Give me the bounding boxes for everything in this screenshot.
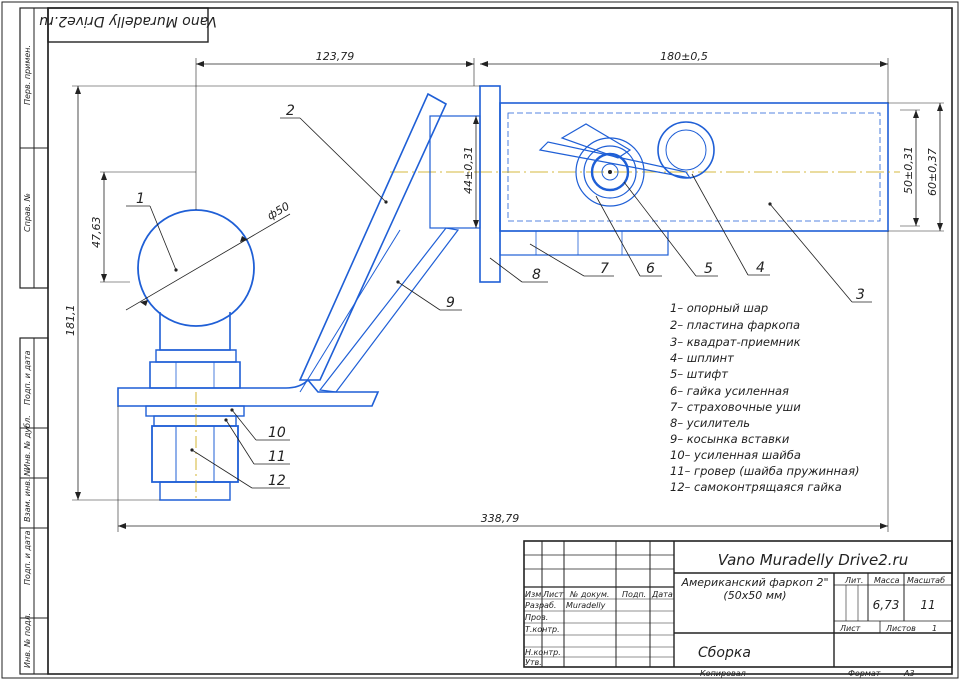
callout-1: 1 xyxy=(136,191,145,207)
tb-name-wrap: Американский фаркоп 2" (50х50 мм) xyxy=(681,576,829,602)
strip-sprav: Справ. № xyxy=(23,193,32,232)
tb-nkontr: Н.контр. xyxy=(525,648,561,657)
parts-legend: 1– опорный шар 2– пластина фаркопа 3– кв… xyxy=(670,301,860,494)
tb-list: Лист xyxy=(839,624,861,633)
dim-181-1: 181,1 xyxy=(64,305,77,337)
pin xyxy=(590,152,630,192)
dim-123-79: 123,79 xyxy=(316,50,355,63)
tb-tkontr: Т.контр. xyxy=(525,625,560,634)
strip-podp-data-2: Подп. и дата xyxy=(23,530,32,585)
insert-gusset xyxy=(318,227,460,393)
spring-washer xyxy=(153,415,237,427)
tb-scale-value: 11 xyxy=(920,598,935,612)
tb-format-value: А3 xyxy=(903,669,915,678)
tb-prov: Пров. xyxy=(525,613,548,622)
legend-item: 1– опорный шар xyxy=(670,301,768,315)
tb-utv: Утв. xyxy=(525,658,542,667)
dim-ball-diameter: ф50 xyxy=(265,200,292,223)
legend-item: 6– гайка усиленная xyxy=(670,384,789,398)
callout-11: 11 xyxy=(268,449,286,465)
dim-44: 44±0,31 xyxy=(462,146,475,194)
tb-listov-value: 1 xyxy=(932,624,937,633)
tb-podp: Подп. xyxy=(622,590,646,599)
tb-name: Американский фаркоп 2" (50х50 мм) xyxy=(681,576,829,602)
dimension-lines: 123,79 180±0,5 44±0,31 50±0,31 60±0,37 4 xyxy=(64,50,944,532)
safety-ears xyxy=(499,230,669,256)
legend-item: 2– пластина фаркопа xyxy=(670,318,800,332)
top-stamp: Vano Muradelly Drive2.ru xyxy=(39,7,217,43)
washer xyxy=(145,405,245,417)
legend-item: 5– штифт xyxy=(670,367,728,381)
legend-item: 11– гровер (шайба пружинная) xyxy=(670,464,860,478)
tow-arm xyxy=(117,378,380,407)
legend-item: 8– усилитель xyxy=(670,416,750,430)
reinforcement-plate xyxy=(479,85,501,283)
callout-8: 8 xyxy=(532,267,541,283)
left-strip: Перв. примен. Справ. № Подп. и дата Инв.… xyxy=(19,7,49,675)
cotter-pin xyxy=(538,141,692,179)
legend-item: 3– квадрат-приемник xyxy=(670,335,801,349)
tb-lit: Лит. xyxy=(844,576,863,585)
callout-3: 3 xyxy=(856,287,865,303)
tb-razrab-name: Muradelly xyxy=(566,601,606,610)
tb-doc-no: № докум. xyxy=(569,590,609,599)
tb-razrab: Разраб. xyxy=(525,601,556,610)
legend-item: 10– усиленная шайба xyxy=(670,448,801,462)
callout-12: 12 xyxy=(268,473,286,489)
strip-podp-data-1: Подп. и дата xyxy=(23,350,32,405)
callout-6: 6 xyxy=(646,261,655,277)
strip-inv-podl: Инв. № подл. xyxy=(23,613,32,668)
title-block: Изм. Лист № докум. Подп. Дата Разраб. Mu… xyxy=(523,540,953,678)
tb-format: Формат xyxy=(848,669,881,678)
tb-data: Дата xyxy=(651,590,673,599)
cotter-ring xyxy=(657,121,715,179)
receiver-square xyxy=(499,102,889,232)
legend-item: 7– страховочные уши xyxy=(670,400,801,414)
legend-item: 9– косынка вставки xyxy=(670,432,790,446)
legend-item: 12– самоконтрящаяся гайка xyxy=(670,480,842,494)
tb-masshtab: Масштаб xyxy=(907,576,945,585)
strip-vzam-inv: Взам. инв. № xyxy=(23,468,32,522)
callout-5: 5 xyxy=(704,261,713,277)
tb-doc-type: Сборка xyxy=(698,645,751,661)
legend-item: 4– шплинт xyxy=(670,351,734,365)
dim-47-63: 47,63 xyxy=(90,217,103,249)
callout-4: 4 xyxy=(756,260,765,276)
strip-perv-primen: Перв. примен. xyxy=(23,45,32,105)
ball-nut-flange xyxy=(149,361,241,389)
top-stamp-text: Vano Muradelly Drive2.ru xyxy=(39,13,217,29)
self-locking-nut xyxy=(151,425,239,483)
tow-ball xyxy=(137,209,255,327)
dim-180: 180±0,5 xyxy=(660,50,708,63)
tb-kopiroval: Копировал xyxy=(700,669,746,678)
strip-inv-dubl: Инв. № дубл. xyxy=(23,415,32,470)
callout-7: 7 xyxy=(600,261,609,277)
tow-plate xyxy=(298,92,448,381)
tb-list-col: Лист xyxy=(542,590,564,599)
callout-10: 10 xyxy=(268,425,286,441)
receiver-hidden-lines xyxy=(507,112,881,222)
callout-leaders: 1 2 3 4 5 6 7 8 9 xyxy=(126,103,872,489)
tb-izm: Изм. xyxy=(525,590,544,599)
dim-338-79: 338,79 xyxy=(481,512,520,525)
dim-50: 50±0,31 xyxy=(902,146,915,194)
tb-listov: Листов xyxy=(885,624,916,633)
tb-mass-value: 6,73 xyxy=(873,598,900,612)
callout-9: 9 xyxy=(446,295,455,311)
tb-designation: Vano Muradelly Drive2.ru xyxy=(718,551,908,569)
tb-massa: Масса xyxy=(874,576,900,585)
dim-60: 60±0,37 xyxy=(926,148,939,196)
callout-2: 2 xyxy=(286,103,295,119)
